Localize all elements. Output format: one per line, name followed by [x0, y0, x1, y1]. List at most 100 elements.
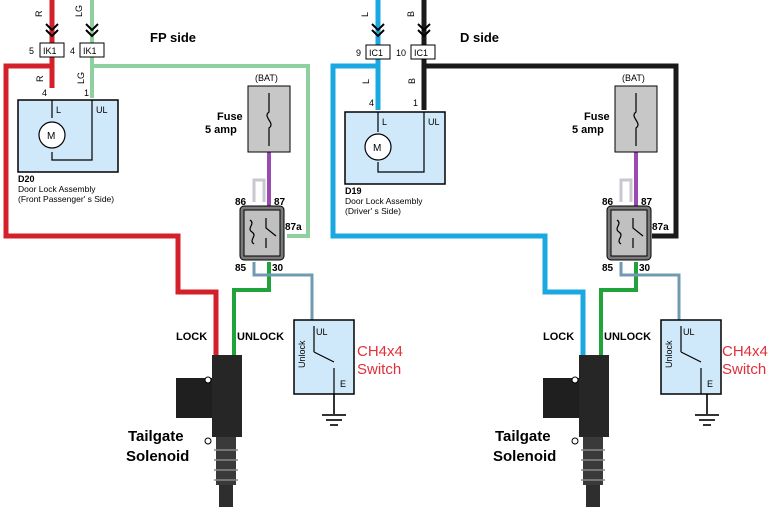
d-wire-code-b-mid: B [407, 78, 417, 84]
fp-side-label: FP side [150, 30, 196, 45]
fp-wire-code-lg-mid: LG [76, 72, 86, 84]
fp-wire-code-lg: LG [74, 5, 84, 17]
fp-switch-e-label: E [340, 379, 346, 389]
d-switch-unlock-label: Unlock [664, 340, 674, 368]
fp-solenoid-pin-top [204, 376, 212, 384]
d-door-lock-internal [377, 112, 425, 173]
fp-door-lock-internal [51, 100, 93, 161]
d-box-l-label: L [382, 117, 387, 127]
d-connector-chevron-left [371, 23, 385, 38]
d-relay-pin-87: 87 [641, 197, 653, 208]
fp-connector-right-pin: 4 [70, 46, 75, 56]
fp-relay-pin-85: 85 [235, 263, 247, 274]
fp-switch-name-line2: Switch [357, 361, 401, 378]
fp-switch-contact [313, 326, 335, 394]
fp-wire-code-r: R [34, 10, 44, 17]
fp-motor-icon [38, 121, 66, 149]
fp-fuse-label: Fuse [217, 111, 243, 123]
fp-unlock-label: UNLOCK [237, 331, 284, 343]
d-solenoid-label-line2: Solenoid [493, 448, 556, 465]
d-motor-label: M [373, 143, 381, 154]
fp-connector-box-left [39, 42, 65, 58]
d-relay-pin-30: 30 [639, 263, 651, 274]
d-connector-left-id: IC1 [369, 48, 383, 58]
d-solenoid-label: Tailgate [495, 428, 551, 445]
fp-pin-l-number: 4 [42, 88, 47, 98]
fp-assembly-name: Door Lock Assembly [18, 184, 96, 194]
d-solenoid-rod [583, 437, 603, 485]
d-solenoid-bracket [543, 378, 579, 418]
d-switch-name-line2: Switch [722, 361, 766, 378]
fp-connector-chevron-right [85, 23, 99, 38]
d-connector-left-pin: 9 [356, 48, 361, 58]
fp-solenoid-boot [214, 449, 238, 481]
fp-assembly-side: (Front Passenger' s Side) [18, 194, 114, 204]
d-steel-wire [619, 262, 681, 322]
d-gray-wire [619, 178, 633, 202]
d-fuse-element [633, 93, 639, 146]
d-relay-pin-86: 86 [602, 197, 614, 208]
d-solenoid-body [579, 355, 609, 437]
d-green-wire [599, 262, 638, 362]
fp-box-ul-label: UL [96, 105, 108, 115]
d-solenoid-tip [586, 485, 600, 507]
fp-relay-coil [249, 218, 277, 248]
d-unlock-label: UNLOCK [604, 331, 651, 343]
fp-solenoid-label: Tailgate [128, 428, 184, 445]
fp-pin-ul-number: 1 [84, 88, 89, 98]
fp-switch-unlock-label: Unlock [297, 340, 307, 368]
d-pin-ul-number: 1 [413, 98, 418, 108]
d-solenoid-pin-top [571, 376, 579, 384]
d-switch-e-label: E [707, 379, 713, 389]
fp-relay-pin-87a: 87a [285, 222, 302, 233]
fp-motor-label: M [47, 131, 55, 142]
fp-steel-wire [252, 262, 314, 322]
d-fuse-label: Fuse [584, 111, 610, 123]
fp-bat-label: (BAT) [255, 73, 278, 83]
d-connector-right-pin: 10 [396, 48, 406, 58]
fp-connector-box-right [79, 42, 105, 58]
d-switch-name: CH4x4 [722, 343, 768, 360]
d-bat-label: (BAT) [622, 73, 645, 83]
fp-relay-pin-30: 30 [272, 263, 284, 274]
fp-ground-wire [322, 394, 346, 426]
d-assembly-side: (Driver' s Side) [345, 206, 401, 216]
fp-connector-chevron-left [45, 23, 59, 38]
fp-relay-pin-86: 86 [235, 197, 247, 208]
d-wire-code-l-mid: L [361, 79, 371, 84]
fp-relay-pin-87: 87 [274, 197, 286, 208]
d-side-label: D side [460, 30, 499, 45]
fp-wire-code-r-mid: R [35, 75, 45, 82]
d-solenoid-pin-bottom [571, 437, 579, 445]
fp-red-wire [3, 0, 219, 362]
d-assembly-code: D19 [345, 186, 362, 196]
d-relay-coil [616, 218, 644, 248]
d-fuse-rating: 5 amp [572, 124, 604, 136]
fp-solenoid-body [212, 355, 242, 437]
fp-connector-right-id: IK1 [83, 46, 97, 56]
fp-fuse-element [266, 93, 272, 146]
d-relay-face [610, 209, 648, 257]
fp-fuse-rating: 5 amp [205, 124, 237, 136]
fp-box-l-label: L [56, 105, 61, 115]
fp-relay-face [243, 209, 281, 257]
fp-side-diagram: FP side R LG 5 IK1 4 IK1 R LG 4 1 L UL M… [3, 0, 403, 507]
fp-solenoid-bracket [176, 378, 212, 418]
d-switch-contact [680, 326, 702, 394]
fp-solenoid-tip [219, 485, 233, 507]
d-relay-pin-87a: 87a [652, 222, 669, 233]
d-box-ul-label: UL [428, 117, 440, 127]
d-wire-code-l: L [360, 12, 370, 17]
d-motor-icon [364, 133, 392, 161]
d-connector-right-id: IC1 [414, 48, 428, 58]
d-lock-label: LOCK [543, 331, 574, 343]
fp-lock-label: LOCK [176, 331, 207, 343]
d-connector-box-left [365, 44, 391, 60]
d-switch-ul-label: UL [683, 327, 695, 337]
fp-switch-ul-label: UL [316, 327, 328, 337]
fp-gray-wire [252, 178, 266, 202]
fp-green-wire [232, 262, 271, 362]
fp-assembly-code: D20 [18, 174, 35, 184]
d-wire-code-b: B [406, 11, 416, 17]
